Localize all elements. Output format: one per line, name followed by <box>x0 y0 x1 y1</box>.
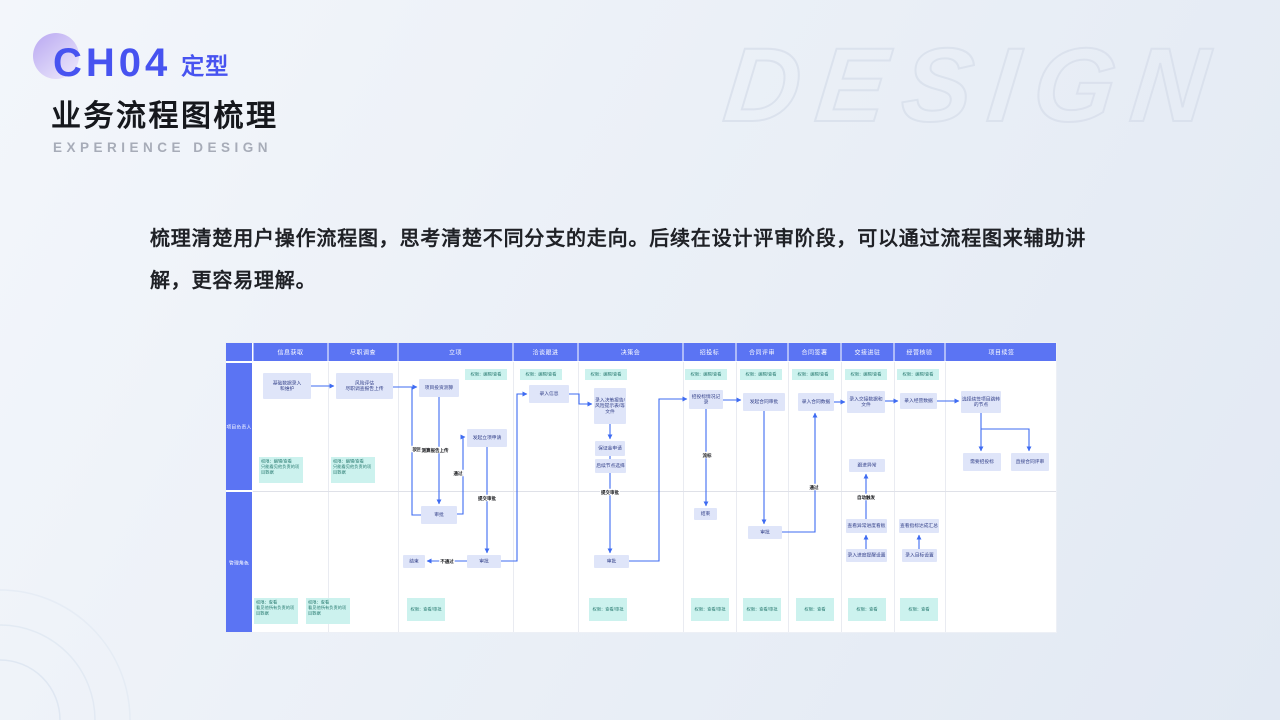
flow-grid-line <box>513 362 514 632</box>
flow-permission-note: 权限：编辑/查看 只能看见他负责的项目数据 <box>259 457 303 483</box>
flow-permission-note: 权限：编辑/查看 <box>465 369 507 380</box>
flow-node-operation-data-entry: 录入经营数据 <box>900 393 937 409</box>
design-watermark: DESIGN <box>718 26 1231 145</box>
flow-permission-note: 权限：编辑/查看 <box>897 369 939 380</box>
flow-column-header: 立项 <box>398 343 513 361</box>
flow-grid-line <box>683 362 684 632</box>
flow-permission-note: 权限：编辑/查看 <box>740 369 782 380</box>
flow-node-reminder-setting: 录入进度提醒设置 <box>846 549 887 562</box>
flow-permission-note: 权限：编辑/查看 <box>845 369 887 380</box>
flow-edge-label: 驳回 <box>411 445 423 453</box>
flow-column-header: 招投标 <box>683 343 736 361</box>
flow-node-bidding-record: 招投标情况记录 <box>689 390 723 409</box>
flow-node-investment-calc: 项目投资测算 <box>419 379 459 397</box>
flow-edge-label: 测算报告上传 <box>420 446 450 454</box>
flow-node-contract-approval-start: 发起合同审批 <box>743 393 785 411</box>
flow-permission-note: 权限：查看/审批 <box>691 598 729 621</box>
flow-node-target-setting: 录入目标设置 <box>902 549 937 562</box>
flow-permission-note: 权限：编辑/查看 <box>520 369 562 380</box>
flow-node-next-node-select: 后续节点选择 <box>595 459 626 473</box>
flow-permission-note: 权限：编辑/查看 <box>685 369 727 380</box>
flow-permission-note: 权限：查看/审批 <box>407 598 445 621</box>
flow-grid-line <box>945 362 946 632</box>
flow-grid-line <box>736 362 737 632</box>
flow-node-approve-4: 审批 <box>748 526 782 539</box>
flow-node-decision-report: 录入决策报告/风险提示表/等文件 <box>594 388 626 424</box>
flow-grid-line <box>578 362 579 632</box>
flow-column-header: 决策会 <box>578 343 683 361</box>
flowchart-canvas: 信息获取尽职调查立项洽谈跟进决策会招投标合同评审合同签署交接进驻经营核验项目续签… <box>226 343 1056 632</box>
flow-edge-label: 通过 <box>452 469 464 477</box>
flow-grid-line <box>398 362 399 632</box>
flow-edge-label: 不通过 <box>439 557 455 565</box>
page-title: 业务流程图梳理 <box>51 100 279 133</box>
flow-column-header: 信息获取 <box>253 343 328 361</box>
flow-node-initiate-project: 发起立项申请 <box>467 429 507 447</box>
flow-permission-note: 权限：编辑/查看 只能看见他负责的项目数据 <box>331 457 375 483</box>
flow-edge-label: 提交审批 <box>476 494 498 502</box>
flow-node-direct-contract-review: 直接合同评审 <box>1011 453 1049 471</box>
flow-edge-label: 自动触发 <box>855 493 877 501</box>
flow-grid-line <box>788 362 789 632</box>
chapter-number: CH04 <box>53 41 172 85</box>
flow-column-header: 洽谈跟进 <box>513 343 578 361</box>
flow-edge-label: 提交审批 <box>599 488 621 496</box>
flow-grid-line <box>894 362 895 632</box>
flow-node-basic-data-entry: 基础数据录入 和维护 <box>263 373 311 399</box>
flow-permission-note: 权限：查看/审批 <box>743 598 781 621</box>
flow-row-label: 项目负责人 <box>226 363 252 490</box>
flow-permission-note: 权限：查看 <box>900 598 938 621</box>
flow-permission-note: 权限：查看 <box>848 598 886 621</box>
flow-node-target-summary: 查看指标达成汇总 <box>899 519 939 533</box>
flow-sidebar-corner <box>226 343 252 361</box>
flow-node-contract-data-entry: 录入合同数据 <box>798 393 834 411</box>
flow-node-handover-data-entry: 录入交接数据和文件 <box>847 391 885 413</box>
flow-node-risk-assessment: 风险评估 尽职调查报告上传 <box>336 373 393 399</box>
flow-node-end-1: 结束 <box>403 555 425 568</box>
flow-column-header: 合同签署 <box>788 343 841 361</box>
flow-permission-note: 权限：查看 看见他所有负责的项目数据 <box>306 598 350 624</box>
intro-paragraph: 梳理清楚用户操作流程图，思考清楚不同分支的走向。后续在设计评审阶段，可以通过流程… <box>150 228 1086 292</box>
flowchart: 信息获取尽职调查立项洽谈跟进决策会招投标合同评审合同签署交接进驻经营核验项目续签… <box>225 342 1057 633</box>
flow-column-header: 合同评审 <box>736 343 788 361</box>
flow-node-follow-abnormal: 跟进异常 <box>849 459 885 472</box>
corner-arcs-decoration <box>0 589 131 720</box>
chapter-accent-circle <box>33 33 79 79</box>
flow-node-approve-3: 审批 <box>594 555 629 568</box>
flow-node-end-2: 结束 <box>694 508 717 520</box>
flow-grid-line <box>841 362 842 632</box>
flow-node-need-bidding: 需要招投标 <box>963 453 1001 471</box>
flow-permission-note: 权限：编辑/查看 <box>585 369 627 380</box>
flow-column-header: 项目续签 <box>945 343 1056 361</box>
flow-node-approve-1: 审批 <box>421 506 457 524</box>
flow-grid-line <box>253 491 1056 492</box>
flow-edge-label: 通过 <box>808 483 820 491</box>
page-subtitle: EXPERIENCE DESIGN <box>53 140 273 155</box>
flow-node-approve-2: 审批 <box>467 555 501 568</box>
flow-node-abnormal-board: 查看异常进度看板 <box>846 519 887 533</box>
chapter-row: CH04 定型 <box>53 42 229 84</box>
flow-node-enter-info: 录入信息 <box>529 385 569 403</box>
chapter-tag: 定型 <box>181 53 230 79</box>
flow-permission-note: 权限：查看 看见他所有负责的项目数据 <box>254 598 298 624</box>
flow-column-header: 交接进驻 <box>841 343 894 361</box>
flow-row-label: 管理角色 <box>226 492 252 632</box>
flow-edge-label: 流标 <box>701 451 713 459</box>
flow-column-header: 经营核验 <box>894 343 945 361</box>
flow-grid-line <box>328 362 329 632</box>
flow-node-renewal-node-select: 选择续签项目跳转的节点 <box>961 391 1001 413</box>
flow-node-deposit-apply: 保证金申请 <box>595 441 625 456</box>
flow-column-header: 尽职调查 <box>328 343 398 361</box>
flow-permission-note: 权限：编辑/查看 <box>792 369 834 380</box>
flow-permission-note: 权限：查看 <box>796 598 834 621</box>
flow-permission-note: 权限：查看/审批 <box>589 598 627 621</box>
